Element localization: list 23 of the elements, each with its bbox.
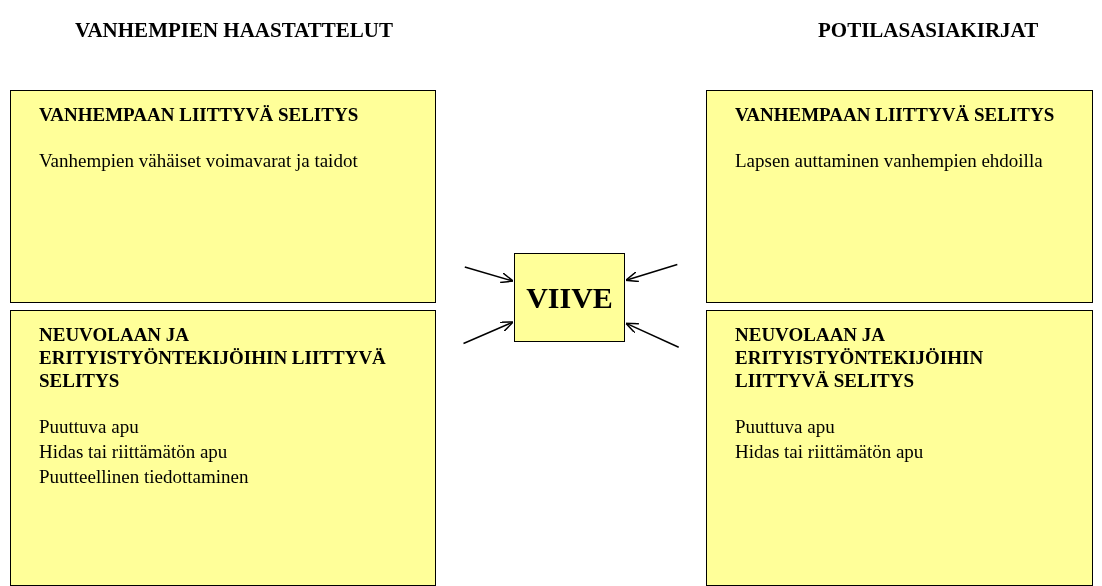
arrow (462, 321, 514, 345)
body-text: Puuttuva apu (39, 415, 140, 439)
box-heading: VANHEMPAAN LIITTYVÄ SELITYS (735, 103, 1056, 126)
box-heading: NEUVOLAAN JA ERITYISTYÖNTEKIJÖIHIN LIITTYVÄ SELITYS (39, 323, 387, 392)
arrow (464, 266, 514, 284)
arrow (625, 263, 679, 283)
box-heading: VANHEMPAAN LIITTYVÄ SELITYS (39, 103, 360, 126)
body-text: Lapsen auttaminen vanhempien ehdoilla (735, 149, 1044, 173)
column-heading: VANHEMPIEN HAASTATTELUT (75, 18, 393, 43)
node-title: VIIVE (526, 280, 613, 315)
body-text: Vanhempien vähäiset voimavarat ja taidot (39, 149, 359, 173)
arrow (625, 322, 680, 349)
column-heading: POTILASASIAKIRJAT (818, 18, 1039, 43)
text-box (706, 90, 1093, 303)
body-text: Hidas tai riittämätön apu (39, 440, 229, 464)
text-box (706, 310, 1093, 586)
body-text: Hidas tai riittämätön apu (735, 440, 925, 464)
text-box (10, 90, 436, 303)
body-text: Puutteellinen tiedottaminen (39, 465, 250, 489)
text-box (10, 310, 436, 586)
text-box (514, 253, 625, 342)
box-heading: NEUVOLAAN JA ERITYISTYÖNTEKIJÖIHIN LIITTYVÄ SELITYS (735, 323, 985, 392)
body-text: Puuttuva apu (735, 415, 836, 439)
